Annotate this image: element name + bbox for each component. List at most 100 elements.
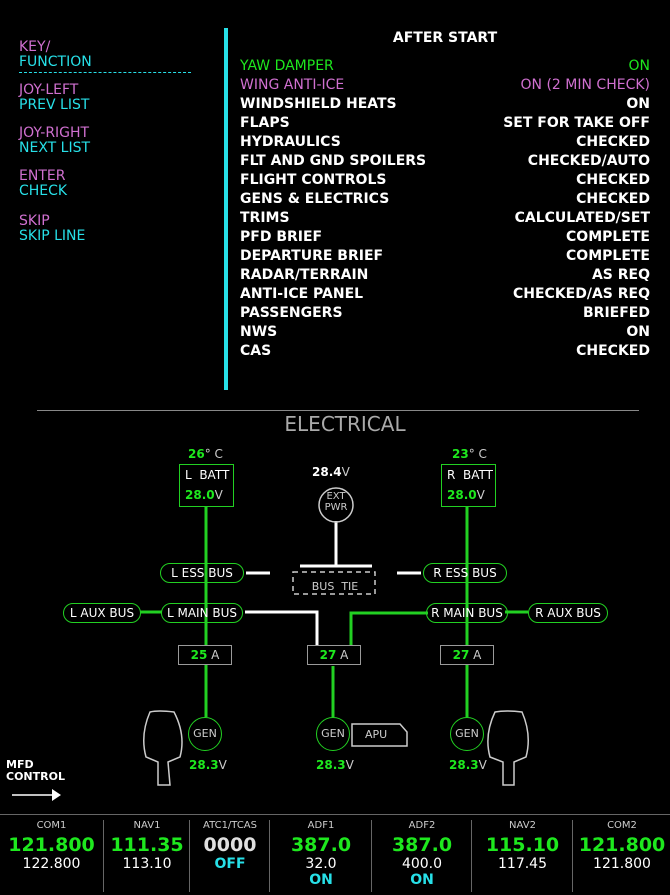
r-aux-bus: R AUX BUS xyxy=(528,603,608,623)
checklist-item-label: DEPARTURE BRIEF xyxy=(240,248,384,264)
checklist-item-value: CALCULATED/SET xyxy=(514,210,650,226)
radio-label: COM1 xyxy=(36,820,67,831)
radio-active: 121.800 xyxy=(8,834,95,856)
checklist-row[interactable]: FLIGHT CONTROLS CHECKED xyxy=(240,172,650,191)
radio-active: 115.10 xyxy=(485,834,560,856)
checklist-item-label: FLAPS xyxy=(240,115,290,131)
checklist-item-label: HYDRAULICS xyxy=(240,134,341,150)
key-divider xyxy=(19,72,191,73)
checklist-row[interactable]: ANTI-ICE PANEL CHECKED/AS REQ xyxy=(240,286,650,305)
checklist-item-value: COMPLETE xyxy=(566,248,650,264)
radio-strip-top-line xyxy=(0,814,670,815)
checklist-row[interactable]: GENS & ELECTRICS CHECKED xyxy=(240,191,650,210)
key-skip: SKIP SKIP LINE xyxy=(19,213,86,244)
left-gen-volt: 28.3V xyxy=(189,758,227,772)
checklist-title: AFTER START xyxy=(392,30,498,46)
radio-extra: ON xyxy=(309,872,333,888)
checklist-item-value: ON (2 MIN CHECK) xyxy=(520,77,650,93)
checklist-item-value: CHECKED xyxy=(576,134,650,150)
r-ess-bus: R ESS BUS xyxy=(423,563,507,583)
mfd-control-arrow-icon xyxy=(52,789,61,801)
ext-pwr-circle xyxy=(318,487,354,523)
checklist-item-label: FLIGHT CONTROLS xyxy=(240,172,387,188)
checklist-item-label: CAS xyxy=(240,343,272,359)
checklist-item-label: WING ANTI-ICE xyxy=(240,77,345,93)
right-gen-volt: 28.3V xyxy=(449,758,487,772)
l-aux-bus: L AUX BUS xyxy=(63,603,141,623)
radio-standby: 32.0 xyxy=(305,856,337,872)
checklist-item-value: ON xyxy=(628,58,651,74)
checklist-item-value: CHECKED/AS REQ xyxy=(512,286,650,302)
radio-active: 387.0 xyxy=(391,834,453,856)
center-lmain-line xyxy=(245,610,319,645)
checklist-item-value: ON xyxy=(626,96,650,112)
l-batt-box: L BATT 28.0V xyxy=(179,464,234,507)
checklist-item-label: YAW DAMPER xyxy=(240,58,334,74)
checklist-row[interactable]: DEPARTURE BRIEF COMPLETE xyxy=(240,248,650,267)
checklist-item-value: CHECKED xyxy=(576,343,650,359)
checklist-item-value: BRIEFED xyxy=(583,305,650,321)
radio-standby: 121.800 xyxy=(593,856,651,872)
r-main-bus: R MAIN BUS xyxy=(426,603,508,623)
checklist-row[interactable]: WINDSHIELD HEATS ON xyxy=(240,96,650,115)
radio-active: 387.0 xyxy=(290,834,352,856)
radio-active: 0000 xyxy=(203,834,257,856)
l-main-bus: L MAIN BUS xyxy=(161,603,243,623)
center-gen: GEN xyxy=(316,717,350,751)
right-engine-icon xyxy=(487,710,529,786)
checklist-item-label: ANTI-ICE PANEL xyxy=(240,286,364,302)
checklist-item-value: CHECKED/AUTO xyxy=(527,153,650,169)
checklist-row[interactable]: NWS ON xyxy=(240,324,650,343)
left-gen: GEN xyxy=(188,717,222,751)
radio-label: COM2 xyxy=(607,820,637,831)
center-rmain-line xyxy=(349,611,428,645)
radio-label: NAV2 xyxy=(509,820,536,831)
apu-icon xyxy=(351,723,408,747)
checklist-item-label: NWS xyxy=(240,324,278,340)
radio-standby: 400.0 xyxy=(401,856,443,872)
radio-label: ADF1 xyxy=(307,820,335,831)
r-batt-box: R BATT 28.0V xyxy=(441,464,496,507)
bus-tie-box xyxy=(292,571,376,595)
right-gen: GEN xyxy=(450,717,484,751)
checklist-row[interactable]: WING ANTI-ICE ON (2 MIN CHECK) xyxy=(240,77,650,96)
key-joy-left: JOY-LEFT PREV LIST xyxy=(19,82,90,113)
checklist-row[interactable]: PASSENGERS BRIEFED xyxy=(240,305,650,324)
bus-tie-label: BUS TIE xyxy=(303,580,367,593)
checklist-item-value: ON xyxy=(626,324,650,340)
radio-standby: 113.10 xyxy=(122,856,172,872)
center-amp-box: 27 A xyxy=(307,645,361,665)
left-engine-icon xyxy=(143,710,183,786)
radio-label: NAV1 xyxy=(133,820,161,831)
radio-extra: OFF xyxy=(214,856,246,872)
checklist-row[interactable]: HYDRAULICS CHECKED xyxy=(240,134,650,153)
electrical-title: ELECTRICAL xyxy=(284,412,406,436)
checklist-row[interactable]: TRIMS CALCULATED/SET xyxy=(240,210,650,229)
left-amp-box: 25 A xyxy=(178,645,232,665)
checklist-row[interactable]: YAW DAMPER ON xyxy=(240,58,650,77)
checklist-item-label: GENS & ELECTRICS xyxy=(240,191,390,207)
checklist-item-value: CHECKED xyxy=(576,172,650,188)
checklist-row[interactable]: CAS CHECKED xyxy=(240,343,650,362)
checklist-item-value: COMPLETE xyxy=(566,229,650,245)
ext-pwr-volt: 28.4V xyxy=(312,465,350,479)
checklist-item-label: PASSENGERS xyxy=(240,305,343,321)
r-batt-temp: 23° C xyxy=(452,447,487,461)
checklist-item-value: CHECKED xyxy=(576,191,650,207)
checklist-item-label: TRIMS xyxy=(240,210,290,226)
checklist-item-label: WINDSHIELD HEATS xyxy=(240,96,397,112)
